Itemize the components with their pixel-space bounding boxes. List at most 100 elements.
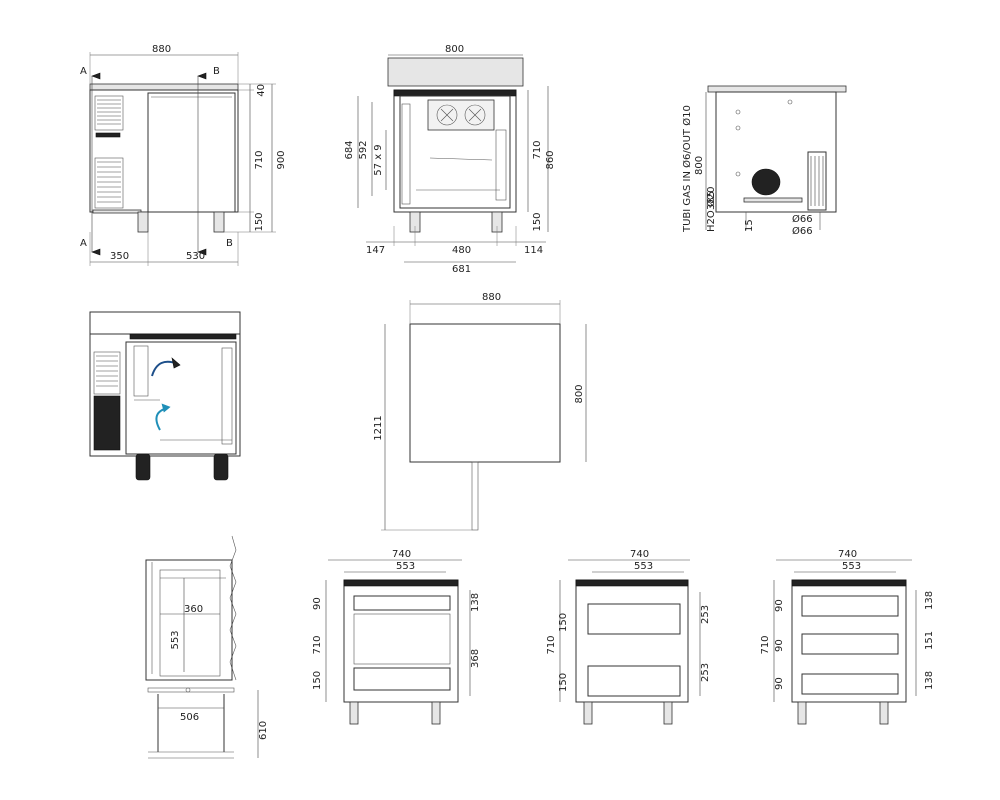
front-plinth xyxy=(92,209,142,214)
door-swing-panel xyxy=(471,461,479,531)
side-top-insulation xyxy=(393,89,517,97)
dim-side-684: 684 xyxy=(344,140,355,159)
dim-config3-740: 740 xyxy=(838,549,857,560)
dim-tray-360: 360 xyxy=(184,604,203,615)
front-cabinet xyxy=(89,89,239,213)
front-leg-left xyxy=(137,211,149,233)
dim-config1-553: 553 xyxy=(396,561,415,572)
drawer-config-3: 740 553 710 90 90 90 138 151 138 xyxy=(760,549,935,725)
config3-drawer-2 xyxy=(801,633,899,655)
dim-config3-138a: 138 xyxy=(924,591,935,610)
section-label-a-bottom: A xyxy=(80,238,87,249)
rear-connection-view: TUBI GAS IN Ø6/OUT Ø10 800 385 H2O Ø20 1… xyxy=(681,85,847,237)
dim-rear-15: 15 xyxy=(744,219,755,232)
config1-top xyxy=(343,579,459,587)
dim-tray-506: 506 xyxy=(180,712,199,723)
dim-config2-253a: 253 xyxy=(700,605,711,624)
dim-front-right: 530 xyxy=(186,251,205,262)
dim-front-left: 350 xyxy=(110,251,129,262)
dim-front-top: 40 xyxy=(256,84,267,97)
rear-worktop xyxy=(707,85,847,93)
config3-cabinet xyxy=(791,579,907,703)
config2-leg-right xyxy=(663,701,673,725)
dim-config1-710: 710 xyxy=(312,635,323,654)
gas-pipe-label: TUBI GAS IN Ø6/OUT Ø10 xyxy=(681,105,693,233)
front-worktop xyxy=(89,83,239,91)
dim-side-width: 800 xyxy=(445,44,464,55)
config1-drawer-top xyxy=(353,595,451,611)
dim-config3-90b: 90 xyxy=(774,639,785,652)
config1-shelf-space xyxy=(353,613,451,665)
dim-side-150: 150 xyxy=(532,212,543,231)
dim-config2-553: 553 xyxy=(634,561,653,572)
dim-plan-1211: 1211 xyxy=(373,415,384,440)
compressor xyxy=(751,168,781,196)
dim-side-114: 114 xyxy=(524,245,543,256)
section-arrow-b-bottom xyxy=(197,248,207,256)
dim-config1-368: 368 xyxy=(470,649,481,668)
plan-outline xyxy=(409,323,561,463)
plan-view: 880 800 1211 xyxy=(373,292,587,531)
dim-config3-710: 710 xyxy=(760,635,771,654)
dim-rear-d66-b: Ø66 xyxy=(792,225,813,237)
section-arrow-b-top xyxy=(197,72,207,80)
config2-drawer-top xyxy=(587,603,681,635)
dim-config3-138b: 138 xyxy=(924,671,935,690)
section-arrow-a-bottom xyxy=(91,248,101,256)
config3-drawer-3 xyxy=(801,673,899,695)
dim-side-147: 147 xyxy=(366,245,385,256)
config1-leg-right xyxy=(431,701,441,725)
dim-tray-610: 610 xyxy=(258,721,269,740)
dim-config2-150b: 150 xyxy=(558,673,569,692)
airflow-section-view xyxy=(89,311,241,481)
airflow-wheel-right xyxy=(213,453,229,481)
side-shelf-rack xyxy=(495,129,507,201)
evaporator-box xyxy=(427,99,495,131)
front-door xyxy=(147,92,236,213)
dim-config2-150a: 150 xyxy=(558,613,569,632)
dim-front-legs: 150 xyxy=(254,212,265,231)
section-label-a-top: A xyxy=(80,66,87,77)
dim-config2-710: 710 xyxy=(546,635,557,654)
dim-config1-90: 90 xyxy=(312,597,323,610)
side-section-view: 800 684 592 57 x 9 710 860 150 147 480 1… xyxy=(344,44,556,275)
airflow-wheel-left xyxy=(135,453,151,481)
side-shelf xyxy=(429,157,493,161)
dim-config1-width: 740 xyxy=(392,549,411,560)
tray-frame xyxy=(145,559,233,681)
front-view: A A B B 880 350 530 40 710 150 900 xyxy=(80,44,287,266)
dim-config2-253b: 253 xyxy=(700,663,711,682)
dim-config3-90c: 90 xyxy=(774,677,785,690)
dim-front-width: 880 xyxy=(152,44,171,55)
side-worktop xyxy=(387,57,524,87)
drawer-config-2: 740 553 710 150 150 253 253 xyxy=(546,549,711,725)
config3-leg-left xyxy=(797,701,807,725)
dim-side-710: 710 xyxy=(532,140,543,159)
dim-side-681: 681 xyxy=(452,264,471,275)
dim-rear-385: 385 xyxy=(706,191,717,210)
fan-right-icon xyxy=(464,104,486,126)
dim-side-shelves: 57 x 9 xyxy=(373,144,384,175)
airflow-grill xyxy=(93,351,121,395)
config3-top xyxy=(791,579,907,587)
drawer-config-1: 740 740 553 710 90 150 138 368 xyxy=(312,549,481,725)
dim-plan-800: 800 xyxy=(574,384,585,403)
return-air-in-arrow xyxy=(155,407,169,431)
dim-side-860: 860 xyxy=(545,150,556,169)
section-label-b-top: B xyxy=(213,66,220,77)
dim-tray-553: 553 xyxy=(170,630,181,649)
config1-cabinet xyxy=(343,579,459,703)
config2-leg-left xyxy=(583,701,593,725)
config1-drawer-bottom xyxy=(353,667,451,691)
config2-top xyxy=(575,579,689,587)
dim-front-body: 710 xyxy=(254,150,265,169)
tray-detail-view: 360 553 506 610 xyxy=(145,535,269,759)
control-display xyxy=(95,132,121,138)
dim-config3-90a: 90 xyxy=(774,599,785,612)
front-lower-grill xyxy=(94,157,124,209)
side-inner xyxy=(399,95,511,209)
dim-plan-880: 880 xyxy=(482,292,501,303)
fan-left-icon xyxy=(436,104,458,126)
config3-drawer-1 xyxy=(801,595,899,617)
